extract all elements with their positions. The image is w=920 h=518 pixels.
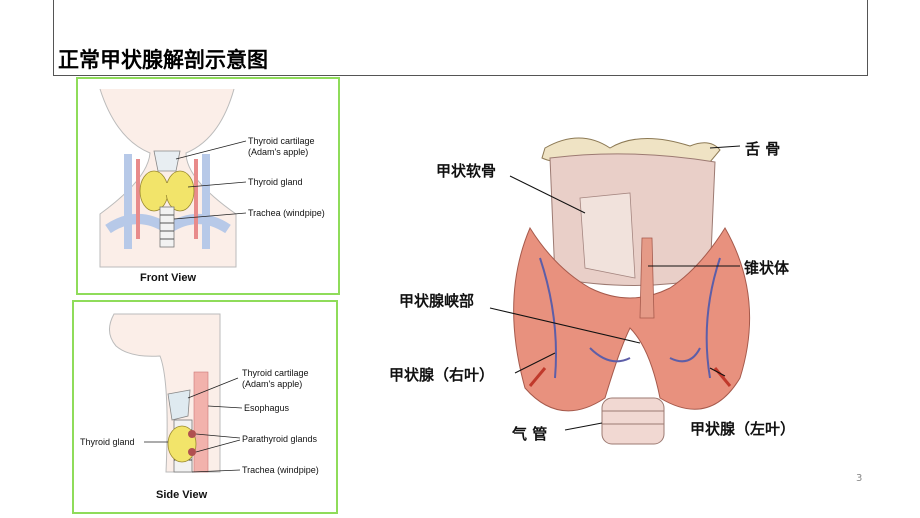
side-view-panel: Thyroid cartilage (Adam's apple) Esophag… (72, 300, 338, 514)
label-thyroid-cartilage: 甲状软骨 (436, 162, 497, 180)
front-label-thyroid-cartilage: Thyroid cartilage (248, 136, 315, 146)
label-left-lobe: 甲状腺（左叶） (690, 420, 796, 438)
side-label-trachea: Trachea (windpipe) (242, 465, 319, 475)
side-view-caption: Side View (156, 489, 208, 501)
side-view-illustration: Thyroid cartilage (Adam's apple) Esophag… (80, 313, 319, 501)
front-view-illustration: Thyroid cartilage (Adam's apple) Thyroid… (99, 88, 325, 284)
front-label-adams-apple: (Adam's apple) (248, 147, 308, 157)
label-hyoid: 舌 骨 (745, 140, 781, 158)
label-isthmus: 甲状腺峡部 (399, 292, 475, 310)
side-label-thyroid-cartilage: Thyroid cartilage (242, 368, 309, 378)
thyroid-anatomy-illustration (489, 137, 751, 445)
label-pyramidal-lobe: 锥状体 (744, 259, 790, 277)
front-view-caption: Front View (140, 272, 196, 284)
side-label-adams-apple: (Adam's apple) (242, 379, 302, 389)
page-number: 3 (856, 473, 863, 484)
side-label-esophagus: Esophagus (244, 403, 290, 413)
slide-title: 正常甲状腺解剖示意图 (58, 48, 268, 72)
label-trachea: 气 管 (512, 425, 548, 443)
side-label-parathyroid: Parathyroid glands (242, 434, 318, 444)
label-right-lobe: 甲状腺（右叶） (389, 366, 495, 384)
title-frame (53, 0, 868, 76)
front-label-thyroid-gland: Thyroid gland (248, 177, 303, 187)
front-label-trachea: Trachea (windpipe) (248, 208, 325, 218)
side-label-thyroid-gland: Thyroid gland (80, 437, 135, 447)
front-view-panel: Thyroid cartilage (Adam's apple) Thyroid… (76, 77, 340, 295)
